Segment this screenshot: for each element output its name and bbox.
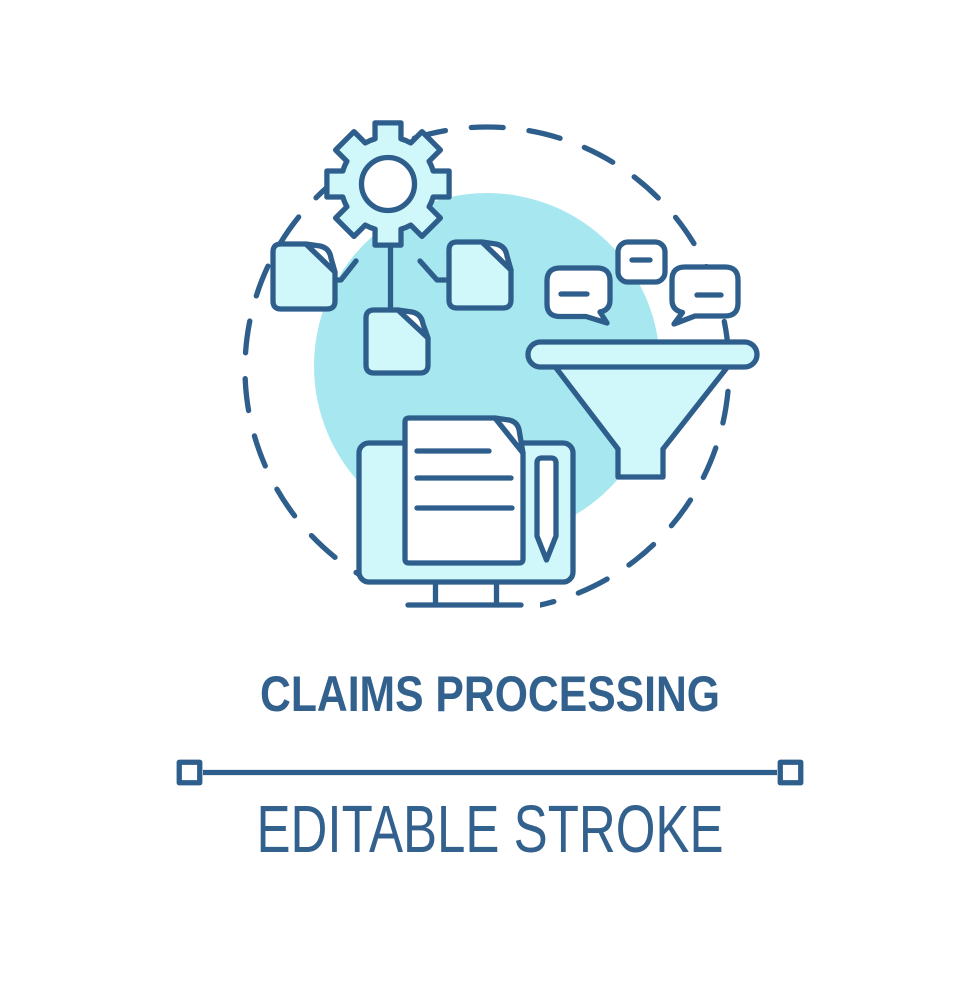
monitor-neck (432, 582, 500, 603)
subtitle: EDITABLE STROKE (257, 792, 724, 867)
document-fold (492, 415, 526, 456)
pen (534, 455, 559, 563)
file-icon-right (446, 239, 514, 311)
chat-bubble-icon-right (669, 264, 741, 327)
page-title: CLAIMS PROCESSING (260, 666, 720, 722)
gear-icon (324, 120, 452, 248)
document-text-lines (414, 448, 515, 511)
funnel-icon (525, 339, 760, 480)
chat-bubble-icon-small (615, 239, 668, 285)
monitor-document-pen-icon (355, 415, 576, 618)
chat-bubble-icon-left (544, 265, 613, 326)
file-icon-bottom (363, 307, 431, 376)
monitor-mask (355, 578, 540, 618)
divider (176, 759, 804, 786)
document (402, 415, 526, 566)
file-icon-left (270, 241, 338, 312)
